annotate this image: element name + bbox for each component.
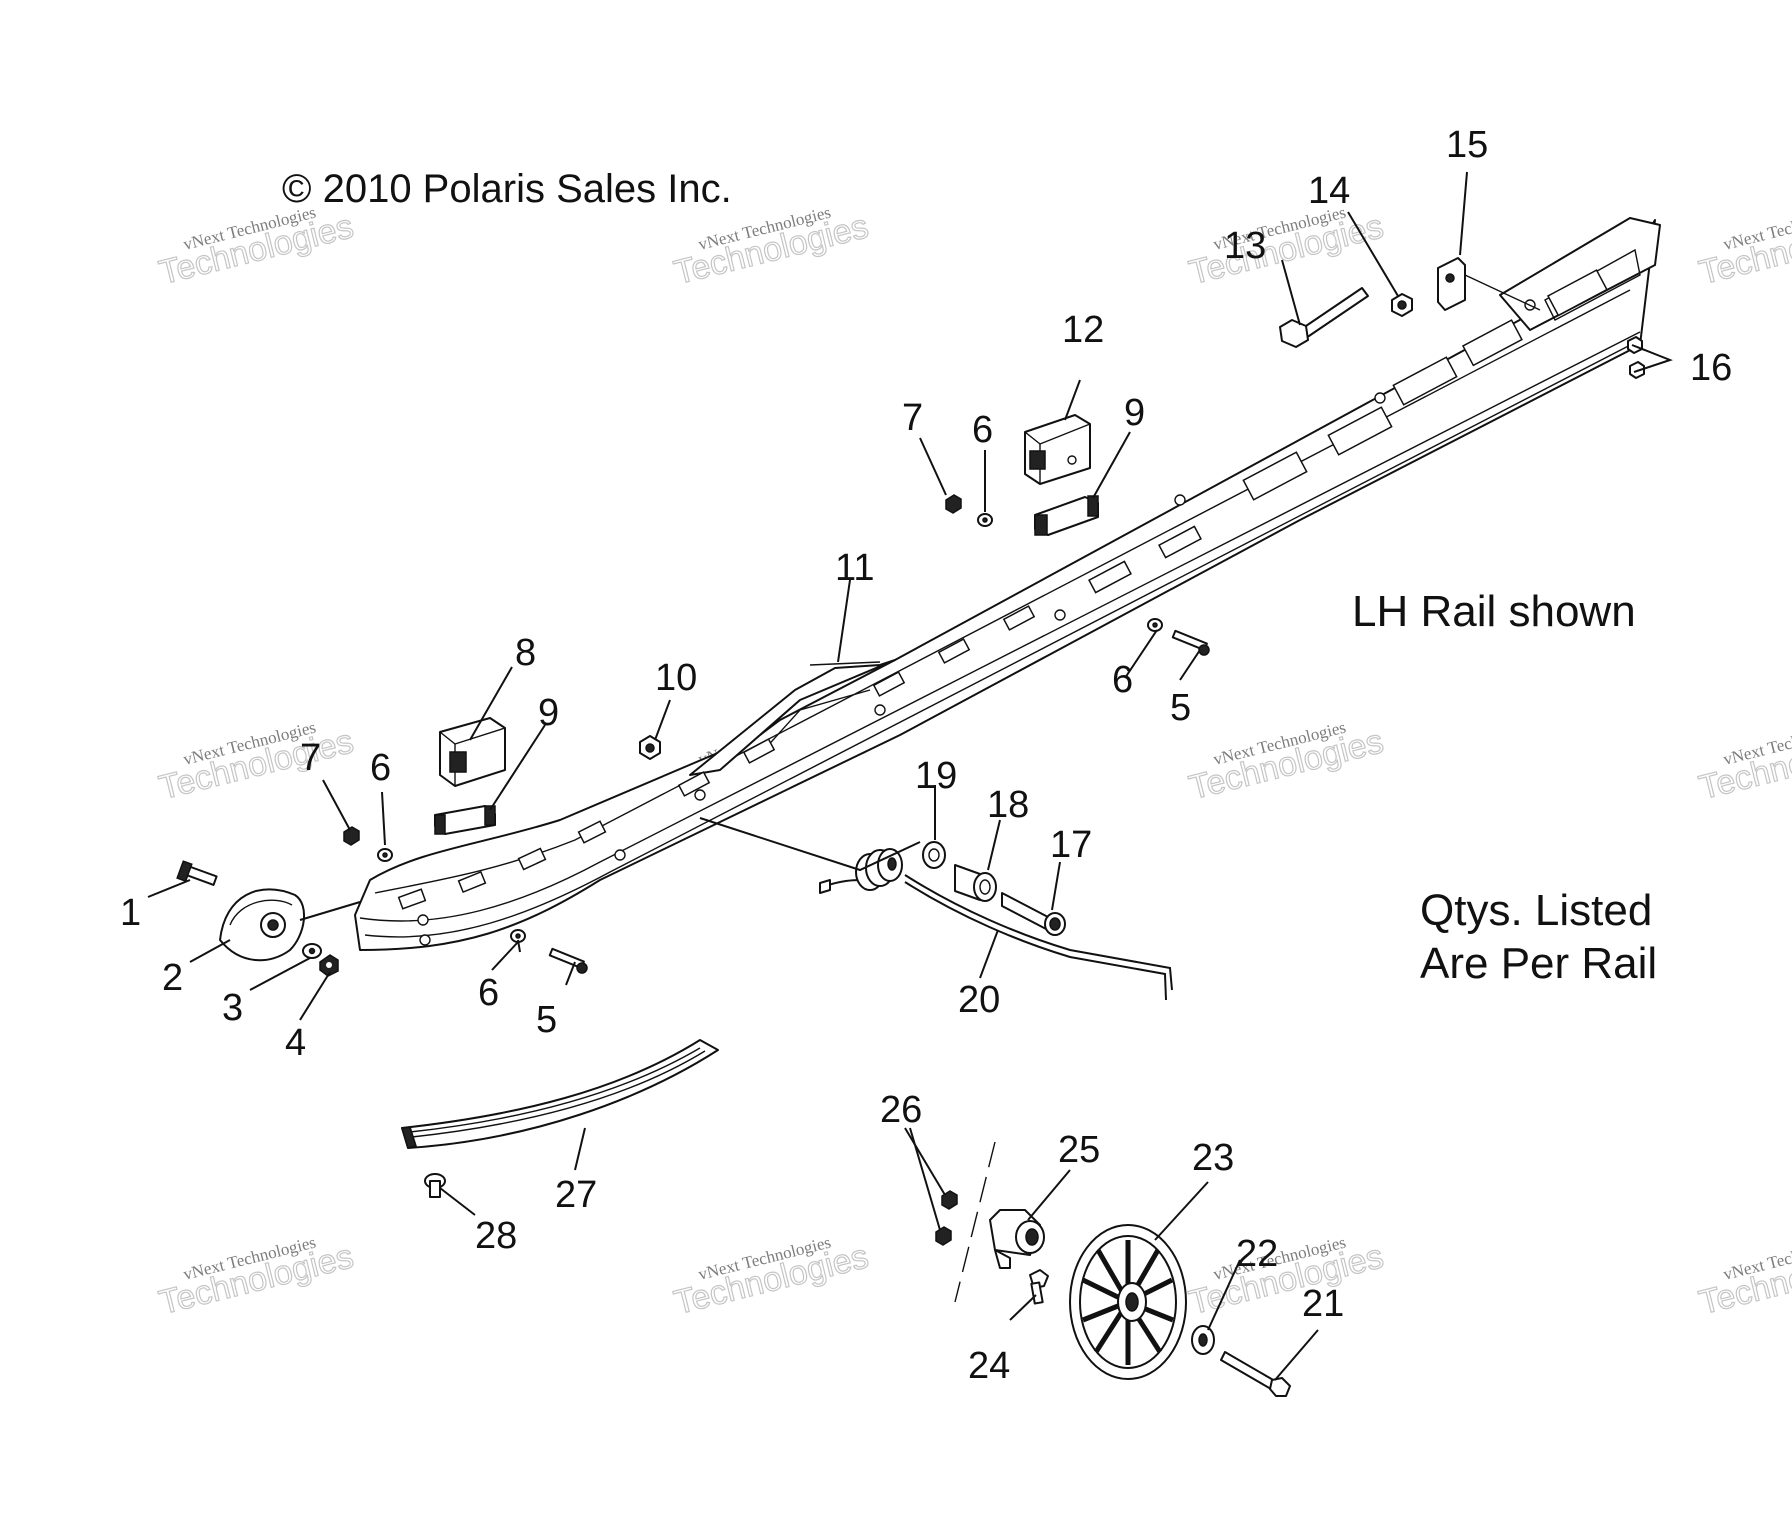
watermark-7: vNext Technologies Technologies xyxy=(1185,718,1388,808)
callout-4: 4 xyxy=(285,1022,306,1064)
callout-23: 23 xyxy=(1192,1137,1234,1179)
callout-28: 28 xyxy=(475,1215,517,1257)
callout-9-left: 9 xyxy=(538,692,559,734)
qty-note-line2: Are Per Rail xyxy=(1420,939,1657,988)
watermark-text: Technologies xyxy=(1695,207,1792,292)
watermark-9: vNext Technologies Technologies xyxy=(155,1233,358,1323)
washer-19 xyxy=(922,841,946,869)
rail-slots xyxy=(397,269,1608,910)
copyright-notice: © 2010 Polaris Sales Inc. xyxy=(282,167,732,211)
callout-5-upper: 5 xyxy=(1170,687,1191,729)
callout-12: 12 xyxy=(1062,309,1104,351)
washer-22 xyxy=(1191,1325,1215,1355)
bolt-1 xyxy=(176,860,218,886)
clip-9-upper xyxy=(1034,495,1099,536)
watermark-text: Technologies xyxy=(1695,1237,1792,1322)
bolt-21 xyxy=(1220,1351,1291,1397)
callout-24: 24 xyxy=(968,1345,1010,1387)
callout-labels: 1 2 3 4 5 5 6 6 6 6 7 7 8 9 9 10 11 12 1… xyxy=(120,124,1732,1387)
slide-rail xyxy=(354,217,1661,951)
callout-11: 11 xyxy=(835,547,874,589)
callout-26: 26 xyxy=(880,1089,922,1131)
leader-lines xyxy=(147,171,1673,1381)
nut-7 xyxy=(343,494,962,846)
bolt-13 xyxy=(1279,287,1369,348)
nut-4 xyxy=(319,954,339,977)
rail-brace xyxy=(689,659,896,776)
callout-18: 18 xyxy=(987,784,1029,826)
callout-19: 19 xyxy=(915,755,957,797)
axle-housing-25 xyxy=(989,1209,1045,1269)
callout-1: 1 xyxy=(120,892,141,934)
watermark-4: vNext Technologies Technologies xyxy=(1695,203,1792,293)
watermark-8: vNext Technologies Technologies xyxy=(1695,718,1792,808)
qty-note-line1: Qtys. Listed xyxy=(1420,886,1652,935)
rail-body xyxy=(354,219,1656,951)
watermark-3: vNext Technologies Technologies xyxy=(1185,203,1388,293)
nut-26 xyxy=(935,1190,958,1246)
callout-6-lower: 6 xyxy=(478,972,499,1014)
callout-21: 21 xyxy=(1302,1283,1344,1325)
watermark-text: Technologies xyxy=(1695,722,1792,807)
washer-3 xyxy=(302,943,322,959)
bolt-24 xyxy=(1029,1269,1049,1305)
callout-22: 22 xyxy=(1236,1233,1278,1275)
callout-17: 17 xyxy=(1050,824,1092,866)
callout-6-left: 6 xyxy=(370,747,391,789)
callout-8: 8 xyxy=(515,632,536,674)
callout-16: 16 xyxy=(1690,347,1732,389)
block-12 xyxy=(1024,414,1091,485)
rail-holes xyxy=(417,299,1536,946)
callout-7-top: 7 xyxy=(902,397,923,439)
bumper-2 xyxy=(219,888,306,962)
callout-7-left: 7 xyxy=(300,737,321,779)
callout-27: 27 xyxy=(555,1174,597,1216)
callout-3: 3 xyxy=(222,987,243,1029)
watermark-12: vNext Technologies Technologies xyxy=(1695,1233,1792,1323)
idler-wheel-23 xyxy=(1069,1224,1187,1380)
callout-5-lower: 5 xyxy=(536,999,557,1041)
bracket-15 xyxy=(1437,257,1541,311)
watermark-10: vNext Technologies Technologies xyxy=(670,1233,873,1323)
clip-9-lower xyxy=(434,805,496,835)
shaft-17 xyxy=(1001,892,1066,936)
callout-15: 15 xyxy=(1446,124,1488,166)
rail-rear-loop xyxy=(1499,217,1661,331)
callout-2: 2 xyxy=(162,957,183,999)
callout-9-top: 9 xyxy=(1124,392,1145,434)
spacer-18 xyxy=(954,864,997,902)
wear-strip-27 xyxy=(401,1039,719,1149)
callout-14: 14 xyxy=(1308,170,1350,212)
callout-6-top: 6 xyxy=(972,409,993,451)
block-8 xyxy=(439,717,506,787)
watermark-5: vNext Technologies Technologies xyxy=(155,718,358,808)
callout-20: 20 xyxy=(958,979,1000,1021)
callout-25: 25 xyxy=(1058,1129,1100,1171)
bolt-5-upper xyxy=(1171,629,1210,656)
bolt-5-lower xyxy=(548,947,588,974)
spring-20 xyxy=(819,848,1173,1001)
callout-10: 10 xyxy=(655,657,697,699)
screw-28 xyxy=(424,1173,446,1198)
nut-10 xyxy=(639,735,661,760)
callout-6-right: 6 xyxy=(1112,659,1133,701)
callout-13: 13 xyxy=(1224,225,1266,267)
watermark-11: vNext Technologies Technologies xyxy=(1185,1233,1388,1323)
rail-note: LH Rail shown xyxy=(1352,587,1636,636)
washer-6 xyxy=(377,513,1163,943)
nut-14 xyxy=(1391,293,1413,317)
